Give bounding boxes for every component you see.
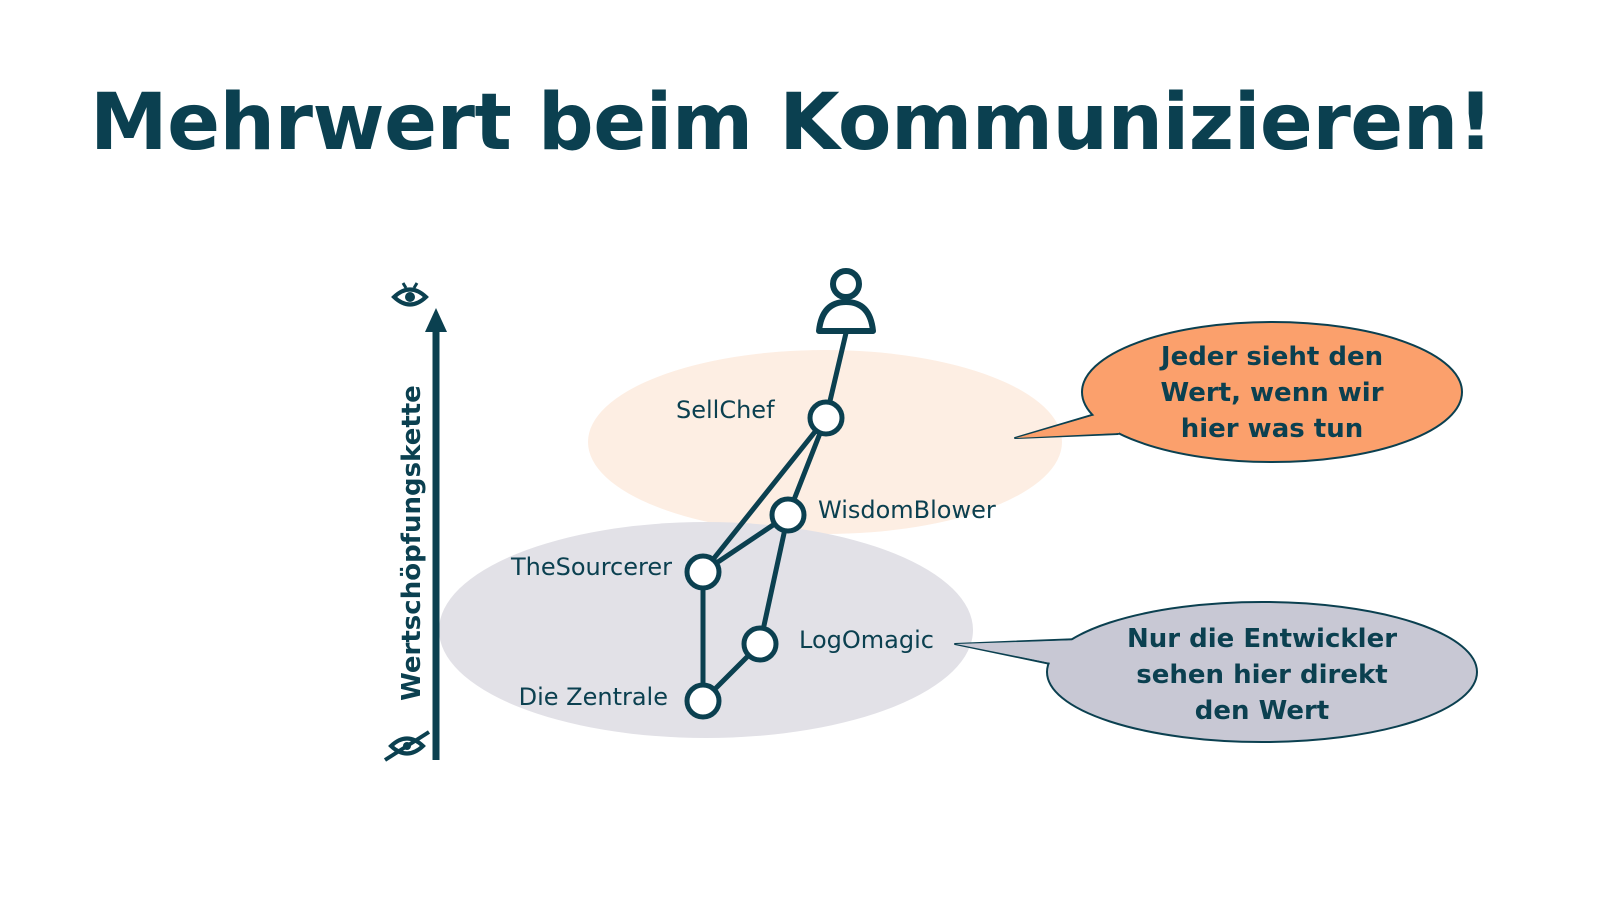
- node-wisdomblower: [769, 496, 807, 534]
- bubble-visible-line-3: hier was tun: [1181, 414, 1363, 444]
- label-wisdomblower: WisdomBlower: [818, 496, 996, 524]
- bubble-developers-line-3: den Wert: [1195, 696, 1329, 726]
- eye-crossed-icon: [383, 730, 431, 762]
- bubble-visible-line-2: Wert, wenn wir: [1160, 378, 1383, 408]
- bubble-developers-line-2: sehen hier direkt: [1136, 660, 1387, 690]
- value-chain-axis: [425, 308, 447, 760]
- eye-icon: [391, 282, 429, 307]
- user-icon: [816, 268, 876, 334]
- node-zentrale: [684, 682, 722, 720]
- developer-value-zone: [439, 522, 973, 738]
- speech-bubble-developers: Nur die Entwickler sehen hier direkt den…: [954, 601, 1478, 743]
- slide-title: Mehrwert beim Kommunizieren!: [90, 78, 1493, 168]
- node-sellchef: [807, 399, 845, 437]
- label-sellchef: SellChef: [676, 396, 775, 424]
- axis-label: Wertschöpfungskette: [397, 385, 427, 701]
- speech-bubble-visible: Jeder sieht den Wert, wenn wir hier was …: [1014, 321, 1463, 463]
- node-thesourcerer: [684, 553, 722, 591]
- bubble-developers-line-1: Nur die Entwickler: [1127, 624, 1397, 654]
- node-logomagic: [741, 625, 779, 663]
- label-zentrale: Die Zentrale: [519, 683, 668, 711]
- label-logomagic: LogOmagic: [799, 626, 934, 654]
- label-thesourcerer: TheSourcerer: [510, 553, 672, 581]
- visible-value-zone: [588, 350, 1062, 534]
- bubble-visible-line-1: Jeder sieht den: [1159, 342, 1383, 372]
